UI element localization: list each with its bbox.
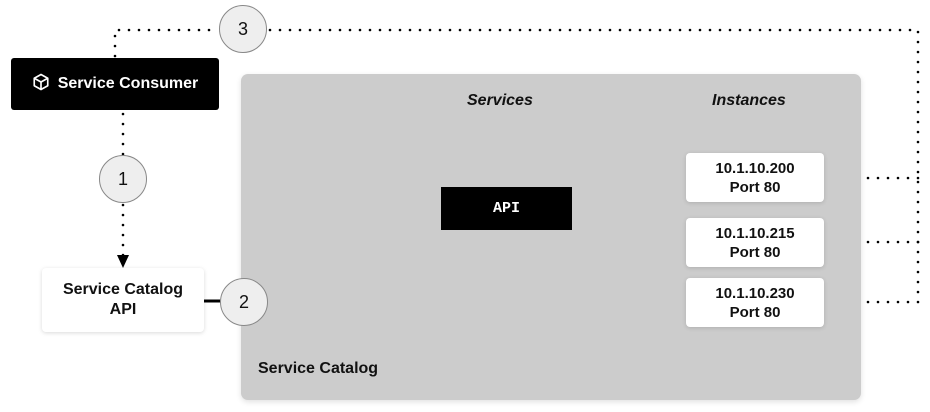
service-consumer-box[interactable]: Service Consumer [11,58,219,110]
instance-ip: 10.1.10.215 [715,224,795,242]
services-column-heading: Services [467,92,533,109]
instance-port: Port 80 [729,178,781,196]
dotted-consumer-to-step3 [113,28,220,58]
api-service-box[interactable]: API [441,187,572,230]
step-3-badge: 3 [219,5,267,53]
instance-ip: 10.1.10.200 [715,159,795,177]
instance-port: Port 80 [729,243,781,261]
instance-ip: 10.1.10.230 [715,284,795,302]
service-catalog-api-line1: Service Catalog [62,281,184,298]
arrow-down-icon [117,255,129,268]
cube-icon [32,73,50,96]
step-2-badge: 2 [220,278,268,326]
instance-box[interactable]: 10.1.10.200 Port 80 [686,153,824,202]
service-catalog-api-box[interactable]: Service Catalog API [42,268,204,332]
service-catalog-label: Service Catalog [258,360,379,377]
step-number: 2 [238,291,249,312]
instance-box[interactable]: 10.1.10.215 Port 80 [686,218,824,267]
service-consumer-label: Service Consumer [57,75,199,92]
api-service-label: API [492,200,520,217]
instance-port: Port 80 [729,303,781,321]
service-catalog-api-line2: API [109,301,137,318]
step-number: 3 [237,18,248,39]
step-number: 1 [117,168,128,189]
instances-column-heading: Instances [712,92,786,109]
instance-box[interactable]: 10.1.10.230 Port 80 [686,278,824,327]
step-1-badge: 1 [99,155,147,203]
